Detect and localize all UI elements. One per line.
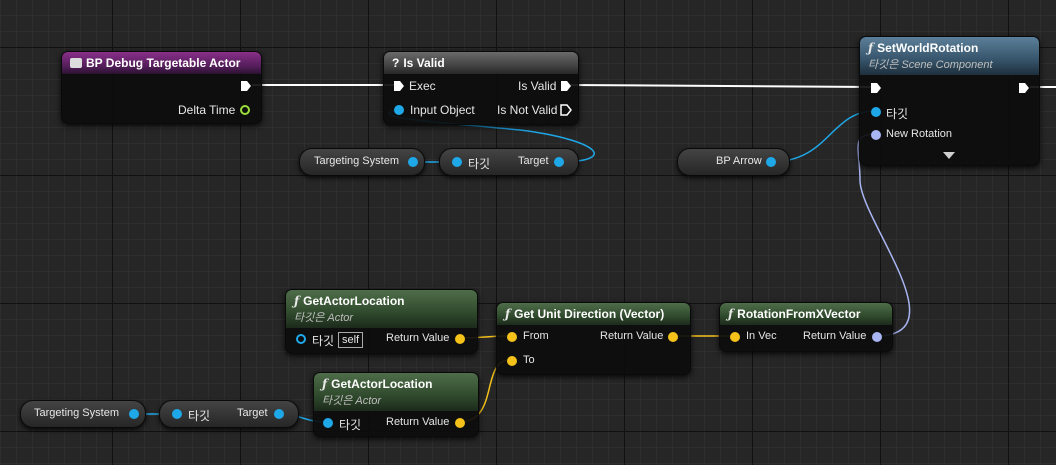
target-pin[interactable]: [871, 107, 881, 117]
target-label: 타깃: [339, 418, 362, 432]
bp-arrow-label: BP Arrow: [716, 155, 762, 167]
target-pin[interactable]: [296, 334, 306, 344]
targeting-system-label: Targeting System: [34, 407, 119, 419]
function-icon: ƒ: [322, 377, 328, 391]
function-icon: ƒ: [868, 41, 874, 55]
is-valid-exec-pin[interactable]: [560, 80, 572, 92]
target-out-label: Target: [237, 407, 268, 419]
return-value-label: Return Value: [386, 416, 450, 428]
in-vec-label: In Vec: [746, 330, 777, 342]
exec-label: Exec: [409, 79, 436, 93]
set-world-rotation-title: SetWorldRotation: [877, 41, 979, 55]
return-value-pin[interactable]: [668, 332, 678, 342]
function-icon: ƒ: [294, 294, 300, 308]
rotation-from-x-vector-title: RotationFromXVector: [737, 307, 861, 321]
to-pin[interactable]: [507, 356, 517, 366]
return-value-pin[interactable]: [455, 418, 465, 428]
exec-in-pin[interactable]: [393, 80, 405, 92]
targeting-system-label: Targeting System: [314, 155, 399, 167]
get-actor-location-title: GetActorLocation: [331, 377, 433, 391]
is-valid-title: Is Valid: [403, 56, 445, 70]
target-label: 타깃: [312, 334, 335, 348]
is-not-valid-label: Is Not Valid: [497, 103, 558, 117]
target-out-label: Target: [518, 155, 549, 167]
targeting-system-getter-1[interactable]: Targeting System: [299, 148, 425, 176]
set-world-rotation-subtitle: 타깃은 Scene Component: [868, 59, 993, 71]
event-node[interactable]: BP Debug Targetable Actor Delta Time: [61, 51, 262, 124]
new-rotation-pin[interactable]: [871, 130, 881, 140]
is-not-valid-exec-pin[interactable]: [560, 104, 572, 116]
target-getter-2[interactable]: 타깃 Target: [159, 400, 299, 428]
target-pin[interactable]: [323, 418, 333, 428]
exec-out-pin[interactable]: [1018, 82, 1030, 94]
bp-arrow-getter[interactable]: BP Arrow: [677, 148, 790, 176]
targeting-system-out-pin[interactable]: [129, 409, 139, 419]
delta-time-label: Delta Time: [178, 103, 236, 117]
input-object-pin[interactable]: [394, 105, 404, 115]
target-out-pin[interactable]: [554, 157, 564, 167]
question-icon: ?: [392, 56, 400, 70]
event-node-header[interactable]: BP Debug Targetable Actor: [62, 52, 261, 74]
from-label: From: [523, 330, 549, 342]
return-value-pin[interactable]: [455, 334, 465, 344]
is-valid-label: Is Valid: [518, 79, 557, 93]
target-in-pin[interactable]: [452, 157, 462, 167]
event-node-title: BP Debug Targetable Actor: [86, 56, 241, 70]
event-icon: [70, 58, 82, 68]
target-in-pin[interactable]: [172, 409, 182, 419]
targeting-system-getter-2[interactable]: Targeting System: [20, 400, 146, 428]
get-unit-direction-title: Get Unit Direction (Vector): [514, 307, 665, 321]
self-default-value[interactable]: self: [338, 332, 364, 348]
input-object-label: Input Object: [410, 103, 475, 117]
is-valid-node[interactable]: ?Is Valid Exec Is Valid Input Object Is …: [383, 51, 579, 125]
target-out-pin[interactable]: [274, 409, 284, 419]
in-vec-pin[interactable]: [730, 332, 740, 342]
new-rotation-label: New Rotation: [886, 128, 953, 140]
return-value-label: Return Value: [803, 330, 867, 342]
exec-out-pin[interactable]: [240, 80, 252, 92]
get-actor-location-subtitle: 타깃은 Actor: [322, 395, 382, 407]
advanced-expand-arrow[interactable]: [943, 152, 955, 159]
get-actor-location-subtitle: 타깃은 Actor: [294, 312, 354, 324]
return-value-label: Return Value: [386, 332, 450, 344]
exec-in-pin[interactable]: [870, 82, 882, 94]
to-label: To: [523, 354, 535, 366]
delta-time-pin[interactable]: [240, 105, 250, 115]
from-pin[interactable]: [507, 332, 517, 342]
target-label: 타깃: [886, 107, 909, 121]
function-icon: ƒ: [505, 307, 511, 321]
targeting-system-out-pin[interactable]: [408, 157, 418, 167]
function-icon: ƒ: [728, 307, 734, 321]
return-value-label: Return Value: [600, 330, 664, 342]
is-valid-header[interactable]: ?Is Valid: [384, 52, 578, 74]
bp-arrow-out-pin[interactable]: [766, 157, 776, 167]
target-in-label: 타깃: [188, 409, 211, 423]
target-in-label: 타깃: [468, 157, 491, 171]
return-value-pin[interactable]: [872, 332, 882, 342]
get-actor-location-title: GetActorLocation: [303, 294, 405, 308]
target-getter-1[interactable]: 타깃 Target: [439, 148, 579, 176]
